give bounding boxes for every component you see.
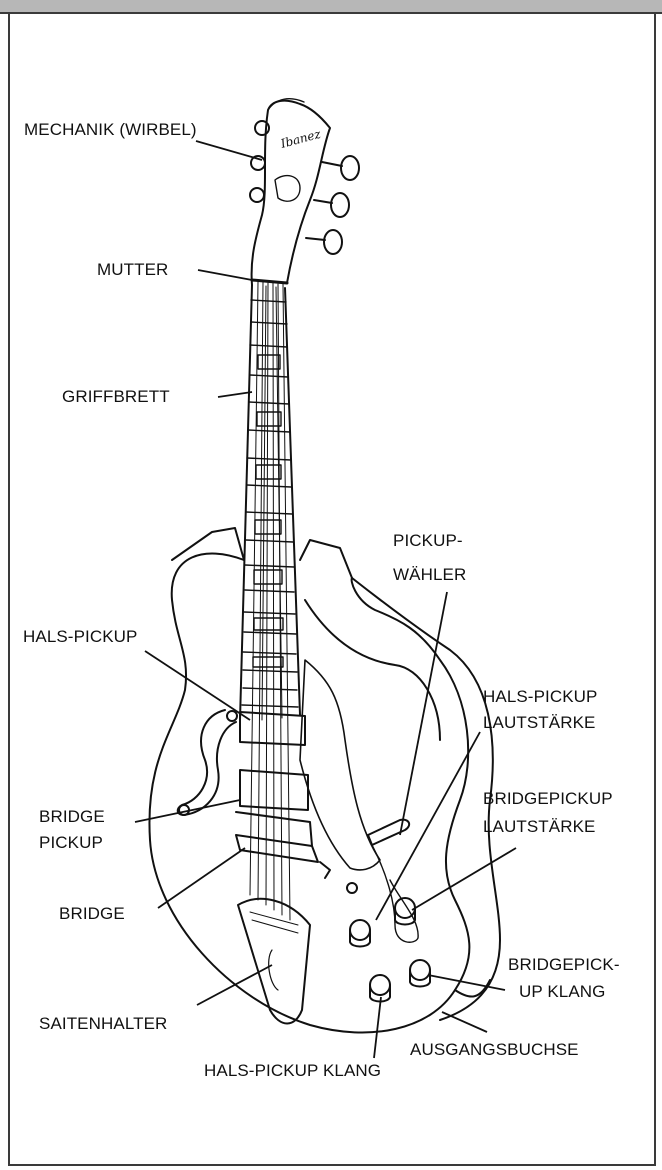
pickguard [299, 659, 381, 871]
label-hals-pickup-lautstaerke-1: HALS-PICKUP [483, 687, 598, 706]
label-bridgepickup-lautstaerke-1: BRIDGEPICKUP [483, 789, 613, 808]
leader-hals-pickup-lautstaerke [375, 731, 481, 921]
pickup-selector [367, 818, 411, 846]
bridge-part [235, 834, 319, 863]
leader-bridgepickup-klang [427, 974, 506, 991]
leader-mutter [197, 269, 253, 281]
label-pickup-waehler-1: PICKUP- [393, 531, 463, 550]
neck-pickup [239, 711, 306, 746]
leader-hals-pickup-klang [373, 996, 382, 1059]
body-depth [351, 577, 501, 1021]
label-bridgepickup-lautstaerke-2: LAUTSTÄRKE [483, 817, 596, 836]
body-side [171, 527, 245, 561]
leader-mechanik [195, 140, 263, 161]
label-bridgepickup-klang-2: UP KLANG [519, 982, 606, 1001]
label-hals-pickup: HALS-PICKUP [23, 627, 138, 646]
label-hals-pickup-klang: HALS-PICKUP KLANG [204, 1061, 382, 1080]
leader-bridge-pickup [134, 799, 241, 823]
leader-griffbrett [217, 391, 253, 398]
headstock [250, 99, 331, 286]
label-ausgangsbuchse: AUSGANGSBUCHSE [410, 1040, 579, 1059]
nut [250, 278, 289, 285]
neck-left [239, 284, 253, 721]
header-bar [0, 0, 662, 14]
body-top-rim [299, 539, 353, 579]
label-mechanik: MECHANIK (WIRBEL) [24, 120, 197, 139]
label-bridge: BRIDGE [59, 904, 125, 923]
bridge-pickup [239, 769, 309, 811]
leader-ausgangsbuchse [441, 1011, 488, 1033]
label-bridge-pickup-2: PICKUP [39, 833, 103, 852]
leader-bridge [157, 847, 246, 909]
label-saitenhalter: SAITENHALTER [39, 1014, 168, 1033]
leader-bridgepickup-lautstaerke [411, 847, 517, 911]
label-pickup-waehler-2: WÄHLER [393, 565, 467, 584]
leader-saitenhalter [196, 964, 273, 1006]
tailpiece-shape [237, 897, 311, 1025]
leader-hals-pickup [144, 650, 251, 721]
label-griffbrett: GRIFFBRETT [62, 387, 170, 406]
label-mutter: MUTTER [97, 260, 169, 279]
leader-pickup-waehler [399, 591, 448, 836]
label-bridgepickup-klang-1: BRIDGEPICK- [508, 955, 620, 974]
neck-right [284, 287, 301, 716]
switch-cable [371, 844, 419, 943]
headstock-logo: Ibanez [278, 127, 323, 151]
f-hole [176, 709, 237, 816]
leader-lines [134, 140, 517, 1059]
body-outline [148, 552, 471, 1034]
label-bridge-pickup-1: BRIDGE [39, 807, 105, 826]
label-hals-pickup-lautstaerke-2: LAUTSTÄRKE [483, 713, 596, 732]
